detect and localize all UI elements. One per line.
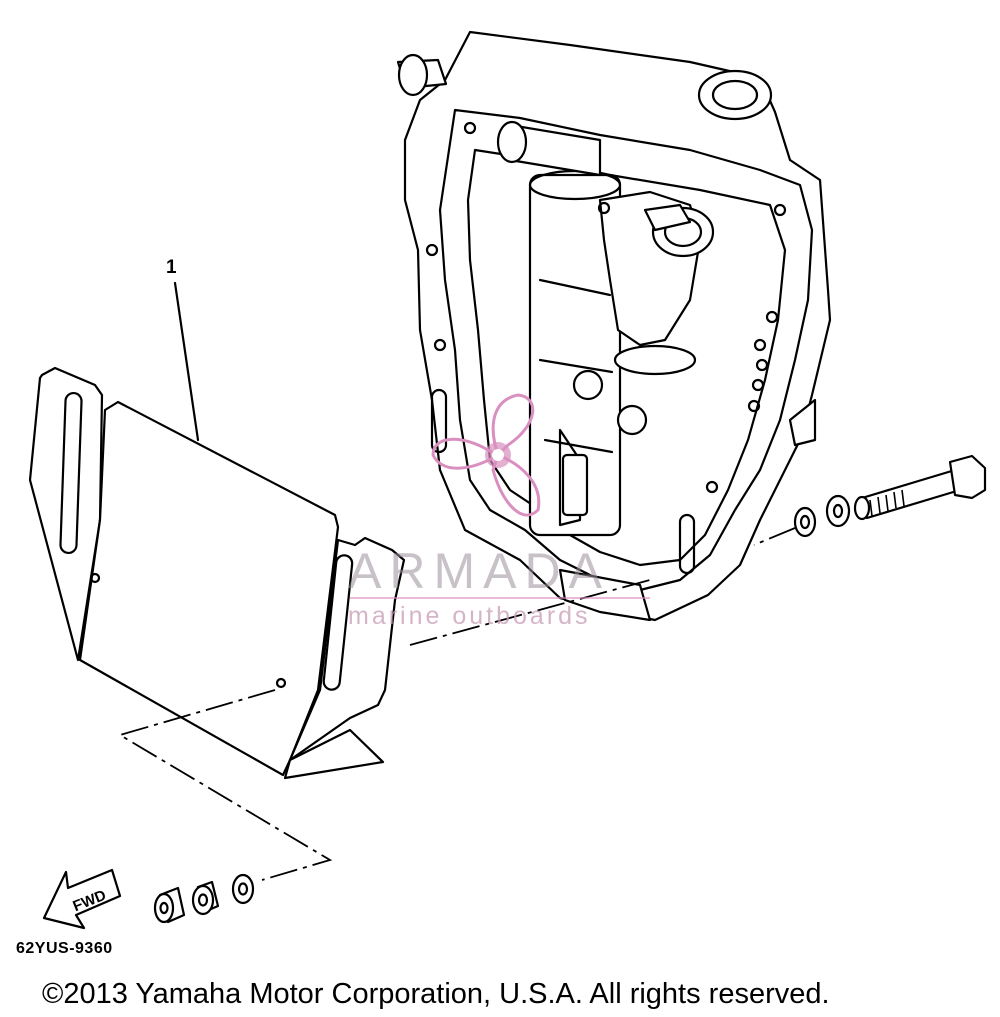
copyright-notice: ©2013 Yamaha Motor Corporation, U.S.A. A… bbox=[42, 978, 830, 1010]
leader-plate-bottom bbox=[117, 689, 333, 881]
washer-flat-right bbox=[825, 494, 851, 528]
leader-plate-to-bracket bbox=[409, 579, 651, 646]
callout-label-1: 1 bbox=[166, 257, 177, 278]
clamp-bracket-assembly bbox=[396, 30, 832, 622]
watermark-divider bbox=[350, 597, 650, 599]
part-1-plate bbox=[28, 366, 406, 780]
mounting-bolt bbox=[853, 454, 987, 521]
diagram-part-number: 62YUS-9360 bbox=[16, 940, 113, 957]
watermark-brand: ARMADA bbox=[348, 543, 610, 599]
washer-thick bbox=[191, 880, 220, 916]
collar-spacer bbox=[153, 886, 186, 924]
washer-thin bbox=[231, 873, 255, 905]
forward-direction-arrow-icon: FWD bbox=[42, 868, 122, 930]
callout-leader-1 bbox=[173, 281, 200, 442]
propeller-logo-icon bbox=[431, 393, 541, 517]
leader-bolt-line bbox=[753, 527, 796, 546]
watermark: ARMADA marine outboards bbox=[348, 393, 650, 630]
watermark-tagline: marine outboards bbox=[348, 602, 591, 630]
washer-small-right bbox=[793, 506, 817, 538]
